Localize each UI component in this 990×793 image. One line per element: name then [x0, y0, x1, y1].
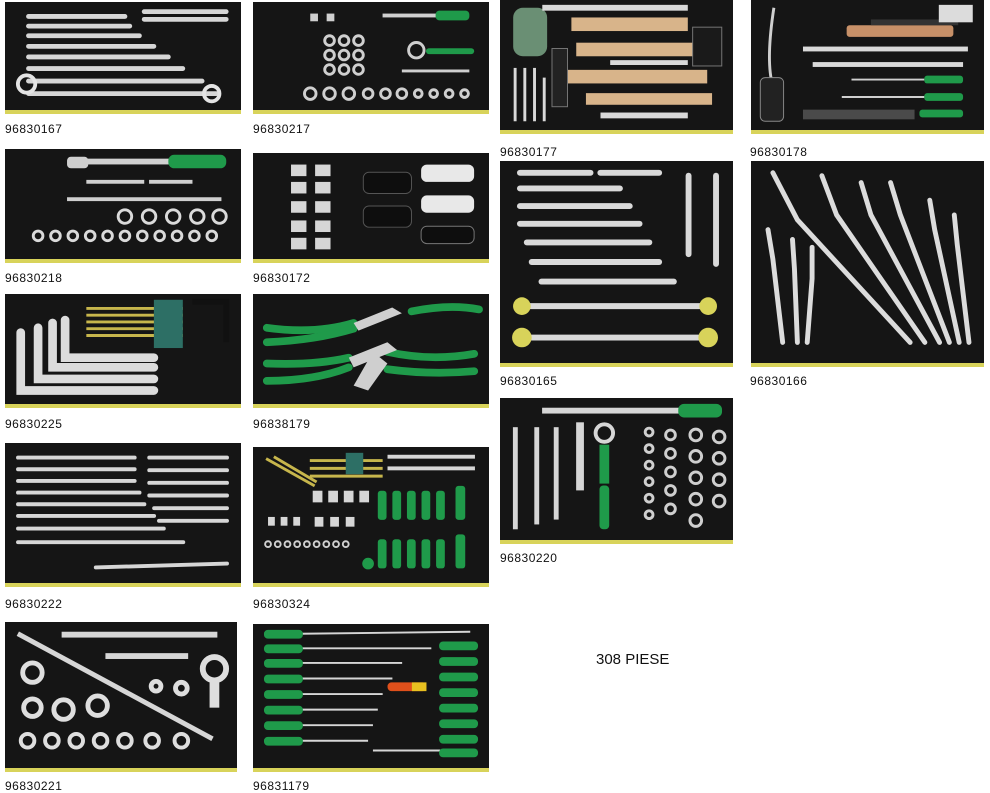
bit-sockets-image — [291, 164, 475, 250]
screwdriver-set-image — [263, 629, 479, 758]
item-code: 96830220 — [500, 551, 558, 565]
item-code: 96830324 — [253, 597, 311, 611]
tray-96838179 — [253, 294, 489, 408]
item-code: 96830218 — [5, 271, 63, 285]
tray-96830220 — [500, 398, 733, 544]
tray-96830165 — [500, 161, 733, 367]
three-quarter-drive-image — [16, 631, 230, 750]
hex-keys-image — [16, 298, 230, 395]
item-code: 96830172 — [253, 271, 311, 285]
item-code: 96830222 — [5, 597, 63, 611]
item-code: 96830177 — [500, 145, 558, 159]
socket-ratchet-set-image — [31, 154, 228, 243]
bits-screwdrivers-image — [264, 452, 475, 570]
item-code: 96830165 — [500, 374, 558, 388]
tray-96830324 — [253, 447, 489, 587]
ring-spanners-image — [512, 169, 719, 348]
tray-96830221 — [5, 622, 237, 772]
item-code: 96830225 — [5, 417, 63, 431]
pliers-image — [262, 303, 483, 391]
tray-96830178 — [751, 0, 984, 134]
socket-set-image — [303, 10, 475, 101]
tray-96830167 — [5, 2, 241, 114]
tray-96830172 — [253, 153, 489, 263]
total-pieces-label: 308 PIESE — [596, 651, 670, 668]
item-code: 96830167 — [5, 122, 63, 136]
tray-96831179 — [253, 624, 489, 772]
tray-96830218 — [5, 149, 241, 263]
tray-96830177 — [500, 0, 733, 134]
item-code: 96831179 — [253, 779, 310, 793]
wrench-set-image — [16, 455, 229, 570]
item-code: 96830166 — [750, 374, 808, 388]
tray-96830225 — [5, 294, 241, 408]
hammers-chisels-image — [513, 4, 723, 122]
tray-96830166 — [751, 161, 984, 367]
inspection-tools-image — [759, 4, 973, 122]
item-code: 96830221 — [5, 779, 63, 793]
item-code: 96838179 — [253, 417, 311, 431]
item-code: 96830217 — [253, 122, 311, 136]
tray-96830217 — [253, 2, 489, 114]
item-code: 96830178 — [750, 145, 808, 159]
tray-96830222 — [5, 443, 241, 587]
combination-wrenches-image — [15, 9, 229, 104]
drive-socket-set-image — [512, 403, 727, 530]
offset-ring-spanners-image — [765, 170, 972, 345]
